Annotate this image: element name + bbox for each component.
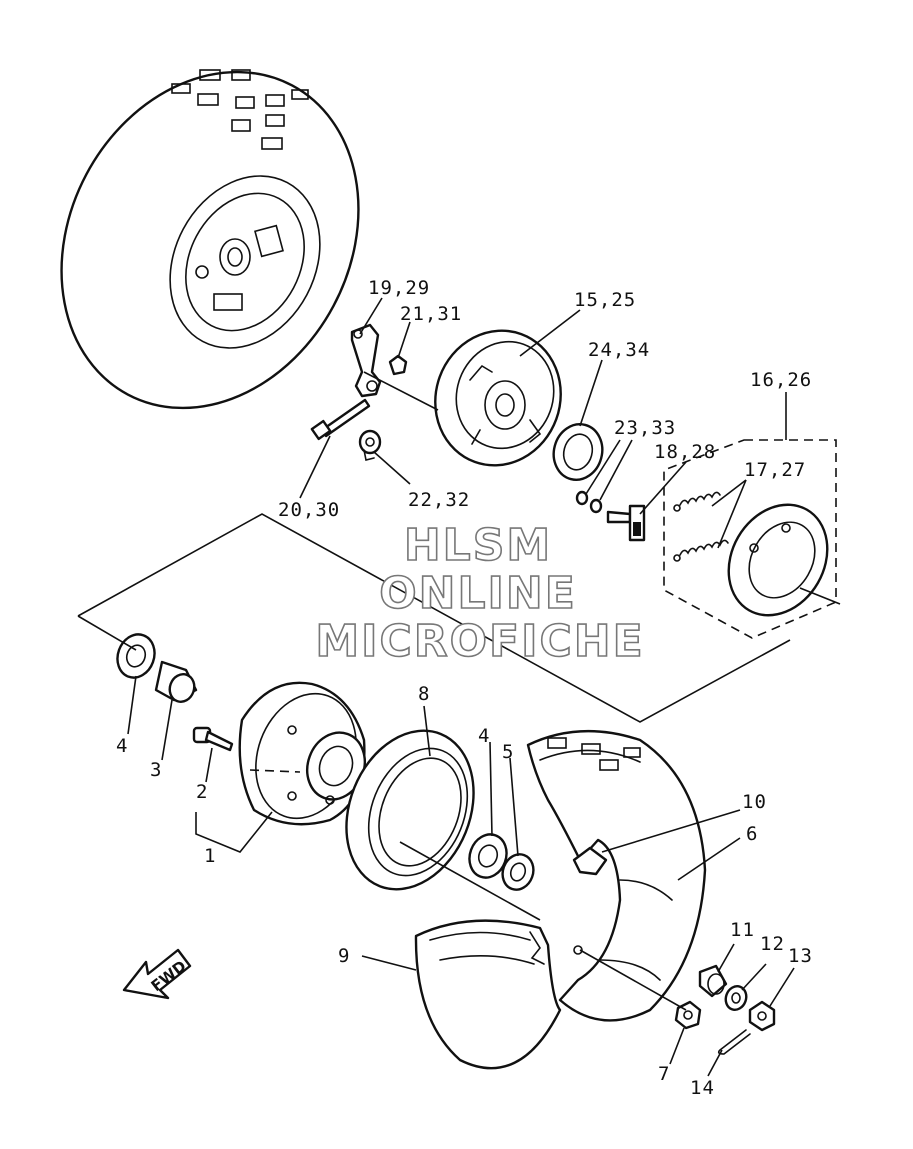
label-12: 12 bbox=[760, 933, 785, 955]
oil-seal bbox=[552, 423, 604, 481]
label-13: 13 bbox=[788, 945, 813, 967]
label-16-26: 16,26 bbox=[750, 369, 812, 391]
brake-camshaft bbox=[606, 504, 646, 542]
watermark-line-3: MICROFICHE bbox=[315, 616, 644, 667]
watermark-line-1: HLSM bbox=[404, 520, 552, 571]
brake-shoes bbox=[727, 503, 829, 617]
return-springs bbox=[673, 491, 729, 562]
stud-bolt bbox=[192, 726, 234, 752]
collar-11 bbox=[698, 964, 728, 998]
label-15-25: 15,25 bbox=[574, 289, 636, 311]
label-3: 3 bbox=[150, 759, 162, 781]
label-5: 5 bbox=[502, 741, 514, 763]
label-14: 14 bbox=[690, 1077, 715, 1099]
label-2: 2 bbox=[196, 781, 208, 803]
label-4-center: 4 bbox=[478, 725, 490, 747]
castle-nut-13 bbox=[748, 1000, 776, 1032]
label-11: 11 bbox=[730, 919, 755, 941]
label-6: 6 bbox=[746, 823, 758, 845]
spacer bbox=[154, 660, 198, 703]
label-17-27: 17,27 bbox=[744, 459, 806, 481]
part-labels: 19,29 21,31 15,25 24,34 16,26 23,33 18,2… bbox=[116, 277, 813, 1099]
label-19-29: 19,29 bbox=[368, 277, 430, 299]
label-4-left: 4 bbox=[116, 735, 128, 757]
brake-shoe-plate bbox=[434, 329, 562, 467]
label-1: 1 bbox=[204, 845, 216, 867]
label-9: 9 bbox=[338, 945, 350, 967]
bearing-left bbox=[116, 633, 156, 679]
oil-seal-center bbox=[501, 853, 535, 891]
brake-camshaft-lever bbox=[350, 323, 382, 398]
cotter-pin-14 bbox=[717, 1029, 751, 1055]
label-24-34: 24,34 bbox=[588, 339, 650, 361]
label-20-30: 20,30 bbox=[278, 499, 340, 521]
assembled-wheel bbox=[60, 69, 360, 410]
washer-22-32 bbox=[358, 429, 382, 461]
tire bbox=[526, 729, 707, 1022]
air-valve bbox=[572, 846, 608, 876]
watermark: HLSM ONLINE MICROFICHE bbox=[315, 519, 644, 668]
label-7: 7 bbox=[658, 1063, 670, 1085]
nut-21-31 bbox=[388, 354, 408, 376]
bolt-20-30 bbox=[310, 398, 371, 441]
wheel-hub bbox=[238, 681, 366, 826]
wheel-rim bbox=[345, 729, 475, 891]
brake-shoe-kit-box bbox=[663, 439, 837, 639]
o-rings bbox=[575, 490, 603, 514]
watermark-line-2: ONLINE bbox=[379, 568, 577, 619]
label-10: 10 bbox=[742, 791, 767, 813]
forward-arrow-icon: FWD bbox=[122, 948, 192, 1000]
tire-outer-half bbox=[414, 919, 562, 1070]
washer-12 bbox=[724, 985, 748, 1011]
label-21-31: 21,31 bbox=[400, 303, 462, 325]
assembly-lines bbox=[77, 371, 841, 1011]
label-22-32: 22,32 bbox=[408, 489, 470, 511]
label-8: 8 bbox=[418, 683, 430, 705]
label-18-28: 18,28 bbox=[654, 441, 716, 463]
leader-lines bbox=[127, 297, 795, 1077]
label-23-33: 23,33 bbox=[614, 417, 676, 439]
